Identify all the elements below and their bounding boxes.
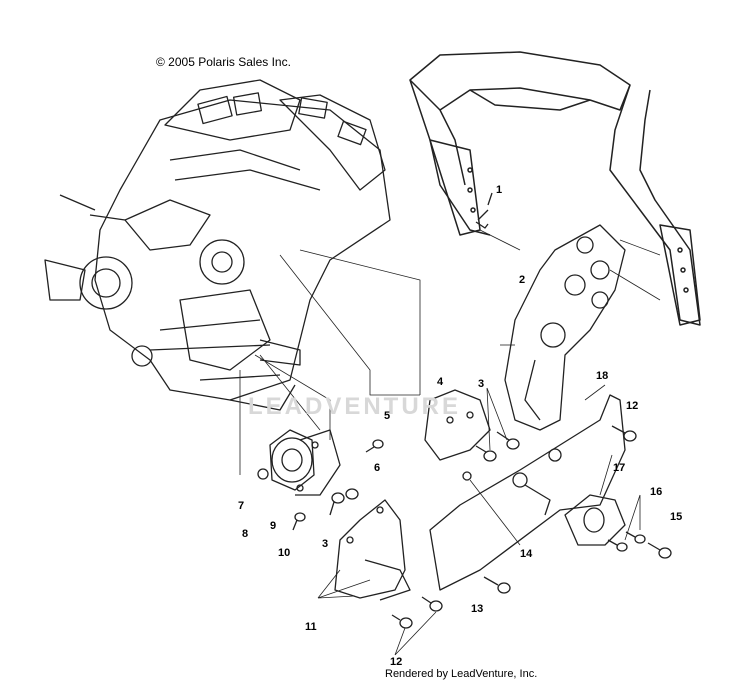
callout-12: 12: [390, 656, 403, 668]
bolt-part-12-bottom: [391, 596, 443, 629]
engine-mount-part-17: [564, 494, 626, 546]
callout-5: 5: [384, 410, 391, 422]
callout-10: 10: [278, 547, 291, 559]
callout-3: 3: [478, 378, 485, 390]
bolt-part-12-top: [611, 425, 637, 442]
bolt-part-15: [647, 542, 672, 559]
callout-13: 13: [471, 603, 484, 615]
callout-11: 11: [305, 621, 317, 633]
engine-assembly: [44, 79, 391, 411]
callout-8: 8: [242, 528, 249, 540]
callout-1: 1: [496, 184, 503, 196]
frame-hoop: [409, 51, 701, 326]
render-credit: Rendered by LeadVenture, Inc.: [385, 668, 538, 680]
callout-14: 14: [520, 548, 533, 560]
bolt-part-10: [292, 512, 306, 531]
washer-part-7: [257, 468, 269, 480]
bolt-part-6: [345, 488, 359, 500]
callout-15: 15: [670, 511, 683, 523]
callout-6: 6: [374, 462, 381, 474]
bolt-part-5: [365, 439, 384, 453]
callout-3: 3: [322, 538, 329, 550]
callout-2: 2: [519, 274, 526, 286]
bolts: [257, 425, 672, 629]
leader-lines: [239, 229, 661, 656]
watermark-text: LEADVENTURE: [248, 393, 462, 420]
nut-part-14: [462, 471, 472, 481]
lower-bracket-part-11: [334, 499, 411, 601]
callout-18: 18: [596, 370, 609, 382]
callout-9: 9: [270, 520, 277, 532]
rear-plate-part-18: [429, 394, 626, 591]
bolt-part-3b: [329, 492, 345, 516]
callout-16: 16: [650, 486, 663, 498]
bolts-part-16: [607, 531, 646, 552]
callout-17: 17: [613, 462, 626, 474]
callout-4: 4: [437, 376, 444, 388]
pin-part-1: [475, 192, 493, 229]
engine-mount-part-8: [269, 429, 315, 491]
callout-12: 12: [626, 400, 639, 412]
callout-7: 7: [238, 500, 245, 512]
bracket-part-4: [424, 389, 491, 461]
copyright-notice: © 2005 Polaris Sales Inc.: [156, 55, 291, 69]
bolt-part-13: [483, 576, 511, 594]
plate-part-9: [295, 429, 341, 496]
bolt-part-3a: [475, 431, 520, 462]
mount-plate-part-2: [504, 224, 626, 431]
